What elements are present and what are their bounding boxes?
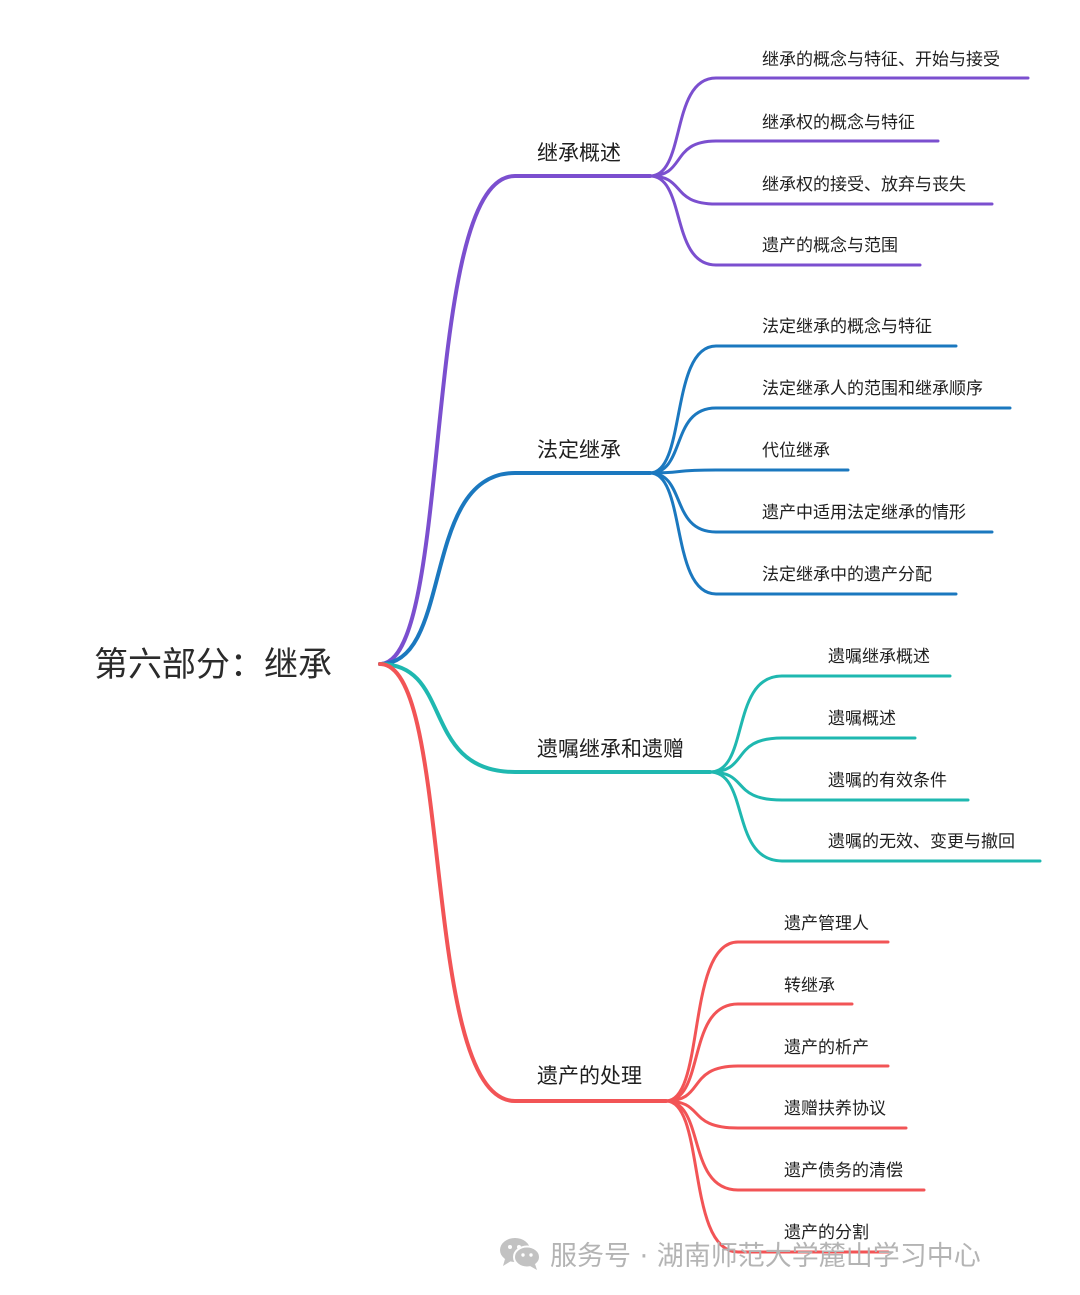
leaf-bequest-support-agreement: 遗赠扶养协议 [784, 1099, 886, 1119]
leaf-connector-1-2 [648, 139, 940, 178]
leaf-connector-1-3 [648, 174, 994, 206]
leaf-connector-3-2 [708, 736, 917, 774]
leaf-will-overview: 遗嘱概述 [828, 709, 896, 729]
leaf-estate-administrator: 遗产管理人 [784, 914, 869, 934]
leaf-connector-3-1 [708, 674, 952, 774]
leaf-subrogation-inheritance: 代位继承 [762, 441, 830, 461]
leaf-connector-4-3 [664, 1064, 890, 1103]
branch-connector-4 [378, 662, 668, 1103]
leaf-estate-division: 遗产的分割 [784, 1223, 869, 1243]
leaf-connector-2-3 [648, 468, 850, 475]
leaf-inheritance-right-concept: 继承权的概念与特征 [762, 113, 915, 133]
branch-statutory-inheritance: 法定继承 [537, 438, 621, 462]
leaf-connector-3-3 [708, 770, 970, 802]
leaf-connector-4-2 [664, 1002, 854, 1103]
leaf-connector-1-1 [648, 76, 1030, 178]
leaf-statutory-heirs-order: 法定继承人的范围和继承顺序 [762, 379, 983, 399]
leaf-inheritance-right-acceptance-waiver-loss: 继承权的接受、放弃与丧失 [762, 175, 966, 195]
branch-estate-handling: 遗产的处理 [537, 1064, 642, 1088]
branch-connector-3 [378, 662, 712, 774]
leaf-statutory-concept: 法定继承的概念与特征 [762, 317, 932, 337]
leaf-estate-partition-of-property: 遗产的析产 [784, 1038, 869, 1058]
leaf-estate-debt-settlement: 遗产债务的清偿 [784, 1161, 903, 1181]
leaf-connector-4-5 [664, 1099, 926, 1192]
leaf-connector-2-5 [648, 471, 958, 596]
leaf-connector-1-4 [648, 174, 922, 267]
branch-inheritance-overview: 继承概述 [537, 141, 621, 165]
leaf-testamentary-overview: 遗嘱继承概述 [828, 647, 930, 667]
leaf-connector-4-4 [664, 1099, 908, 1130]
leaf-connector-2-1 [648, 344, 958, 475]
wechat-icon [500, 1238, 541, 1270]
leaf-connector-2-2 [648, 406, 1012, 475]
watermark: 服务号 · 湖南师范大学麓山学习中心 [498, 1233, 981, 1273]
leaf-connector-2-4 [648, 471, 994, 534]
leaf-connector-3-4 [708, 770, 1042, 863]
leaf-statutory-distribution: 法定继承中的遗产分配 [762, 565, 932, 585]
watermark-text: 服务号 · 湖南师范大学麓山学习中心 [550, 1240, 981, 1272]
leaf-will-validity-conditions: 遗嘱的有效条件 [828, 771, 947, 791]
leaf-connector-4-1 [664, 940, 890, 1103]
leaf-transmission-inheritance: 转继承 [784, 976, 835, 996]
root-node: 第六部分：继承 [94, 645, 332, 685]
leaf-statutory-applicable-cases: 遗产中适用法定继承的情形 [762, 503, 966, 523]
branch-testamentary-inheritance-bequest: 遗嘱继承和遗赠 [537, 737, 684, 761]
leaf-estate-concept-scope: 遗产的概念与范围 [762, 236, 898, 256]
branch-connector-2 [378, 471, 652, 666]
leaf-connector-4-6 [664, 1099, 890, 1254]
leaf-inheritance-concept-start-acceptance: 继承的概念与特征、开始与接受 [762, 50, 1000, 70]
branch-connector-1 [378, 174, 652, 666]
leaf-will-invalidity-change-revocation: 遗嘱的无效、变更与撤回 [828, 832, 1015, 852]
